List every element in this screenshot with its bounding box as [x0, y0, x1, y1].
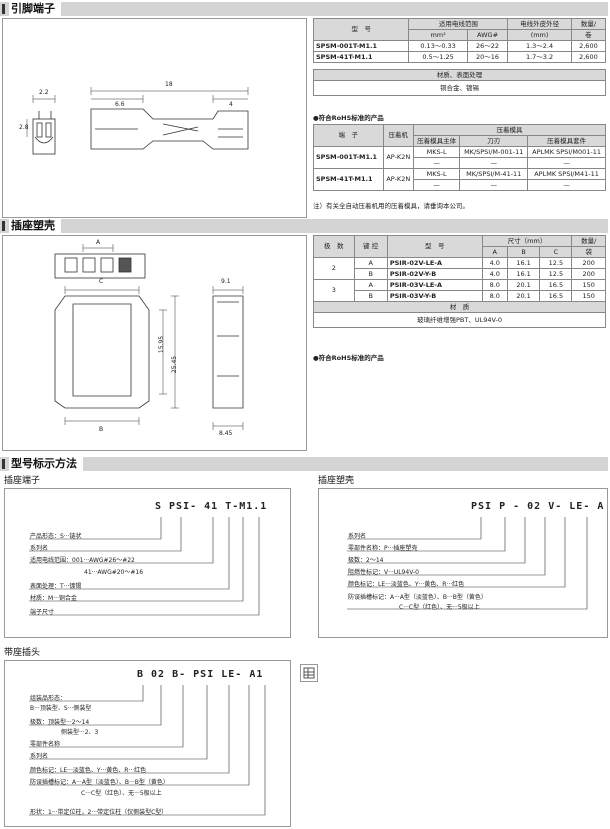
dim-b: B [99, 426, 104, 433]
dim-25-45: 25.45 [171, 355, 179, 374]
dim-2-2: 2.2 [39, 89, 49, 96]
dim-9-1: 9.1 [221, 278, 231, 285]
table-row: SPSM-001T-M1.1 AP-K2N MKS-L MK/SPSI/M-00… [313, 146, 606, 169]
material-header: 材质、表面处理 [313, 69, 606, 81]
rohs-note-2: ●符合RoHS标准的产品 [313, 354, 384, 362]
terminal-code-box: S PSI- 41 T-M1.1 产品形态：S···链状 系列名 适用电线范围：… [4, 488, 291, 638]
th-awg: AWG# [466, 29, 509, 41]
table-row: — — — [314, 179, 606, 191]
section-marker [2, 4, 5, 14]
table-row: B PSIR-02V-Y-B 4.0 16.1 12.5 200 [314, 268, 606, 280]
header-code-box: B 02 B- PSI LE- A1 组装品形态： B···顶装型、S···侧装… [4, 660, 291, 827]
section-header-model: 型号标示方法 [0, 457, 608, 471]
housing-drawing: A C 9.1 15.95 25.45 B 8.45 [2, 235, 307, 451]
housing-code: PSI P - 02 V- LE- A [471, 501, 605, 512]
th-qty2: 卷 [570, 29, 607, 41]
th-wire-range: 适用电线范围 [408, 18, 509, 30]
terminal-code: S PSI- 41 T-M1.1 [155, 501, 268, 512]
table-row: 2 A PSIR-02V-LE-A 4.0 16.1 12.5 200 [313, 257, 606, 280]
header-code: B 02 B- PSI LE- A1 [137, 669, 264, 680]
rohs-note-1: ●符合RoHS标准的产品 [313, 114, 384, 122]
th-outer-unit: (mm) [507, 29, 572, 41]
table-row: 3 A PSIR-03V-LE-A 8.0 20.1 16.5 150 [313, 279, 606, 302]
section-header-housing: 插座塑壳 [0, 219, 608, 233]
th-qty: 数量/ [570, 18, 607, 30]
th-model: 型 号 [312, 18, 410, 41]
section-title: 引脚端子 [9, 2, 61, 16]
dim-a: A [96, 239, 101, 246]
dim-18: 18 [165, 81, 173, 88]
subtitle-housing: 插座塑壳 [318, 476, 355, 486]
housing-spec-table: 极 数 键 控 型 号 尺寸（mm） 数量/ A B C 袋 2 A PSIR-… [313, 235, 606, 328]
table-row: SPSM-001T-M1.1 0.13～0.33 26～22 1.3～2.4 2… [312, 40, 607, 52]
section-header-terminal: 引脚端子 [0, 2, 608, 16]
dim-4: 4 [229, 101, 233, 108]
th-outer: 电线外皮外径 [507, 18, 572, 30]
th-mm2: mm² [408, 29, 468, 41]
dim-6-6: 6.6 [115, 101, 125, 108]
dim-2-8: 2.8 [19, 124, 29, 131]
table-row: — — — [314, 157, 606, 169]
terminal-spec-table: 型 号 适用电线范围 电线外皮外径 数量/ mm² AWG# (mm) 卷 SP… [312, 18, 607, 96]
table-row: B PSIR-03V-Y-B 8.0 20.1 16.5 150 [314, 290, 606, 302]
subtitle-header: 带座插头 [4, 648, 41, 658]
material-value: 铜合金、镀锡 [313, 80, 606, 96]
housing-code-box: PSI P - 02 V- LE- A 系列名 零部件名称：P···插座塑壳 极… [318, 488, 608, 638]
dim-8-45: 8.45 [219, 430, 233, 437]
dim-15-95: 15.95 [158, 335, 166, 354]
dim-c: C [99, 278, 104, 285]
terminal-drawing: 2.2 2.8 6.6 18 4 [2, 18, 307, 218]
footnote: 注）有关全自动压着机用的压着模具，请垂询本公司。 [313, 202, 469, 210]
terminal-drawing-svg [26, 87, 249, 155]
table-row: SPSM-41T-M1.1 0.5～1.25 20～16 1.7～3.2 2,6… [312, 51, 607, 63]
section-title: 型号标示方法 [9, 457, 83, 471]
table-row: SPSM-41T-M1.1 AP-K2N MKS-L MK/SPSI/M-41-… [313, 168, 606, 191]
section-title: 插座塑壳 [9, 219, 61, 233]
table-icon[interactable] [300, 664, 318, 682]
subtitle-terminal: 插座端子 [4, 476, 41, 486]
crimp-tool-table: 端 子 压着机 压着模具 压着模具主体 刀刃 压着模具套件 SPSM-001T-… [313, 124, 607, 191]
housing-drawing-svg [54, 244, 244, 430]
